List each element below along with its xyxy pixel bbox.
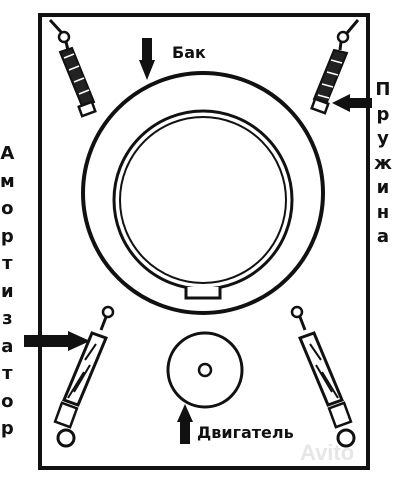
label-letter: П <box>375 79 391 100</box>
label-letter: м <box>0 170 15 192</box>
label-letter: р <box>0 225 14 247</box>
label-letter: о <box>1 390 14 412</box>
shock-absorber-left <box>53 305 115 448</box>
label-letter: и <box>1 280 14 302</box>
watermark: Avito <box>300 440 355 465</box>
tank <box>81 71 325 315</box>
arrow-tank-icon <box>139 38 155 80</box>
spring-top-right <box>310 19 360 115</box>
label-letter: т <box>2 253 13 274</box>
arrow-motor-icon <box>177 404 193 444</box>
arrow-spring-icon <box>332 94 372 112</box>
label-letter: р <box>376 103 390 125</box>
spring-top-left <box>48 18 97 118</box>
label-letter: т <box>2 363 13 384</box>
label-letter: ж <box>374 152 392 174</box>
label-letter: а <box>376 226 390 247</box>
arrow-shock-absorber-icon <box>24 331 90 351</box>
label-letter: н <box>376 201 390 223</box>
label-letter: о <box>1 198 14 219</box>
label-letter: а <box>1 335 14 357</box>
label-tank: Бак <box>172 43 206 62</box>
label-letter: А <box>0 143 15 164</box>
label-letter: у <box>377 128 389 149</box>
cabinet-frame <box>38 13 370 470</box>
label-letter: р <box>0 418 14 439</box>
label-letter: з <box>2 308 13 329</box>
label-letter: и <box>376 177 390 198</box>
motor <box>166 331 244 409</box>
label-motor: Двигатель <box>197 423 294 442</box>
shock-absorber-right <box>290 305 356 448</box>
